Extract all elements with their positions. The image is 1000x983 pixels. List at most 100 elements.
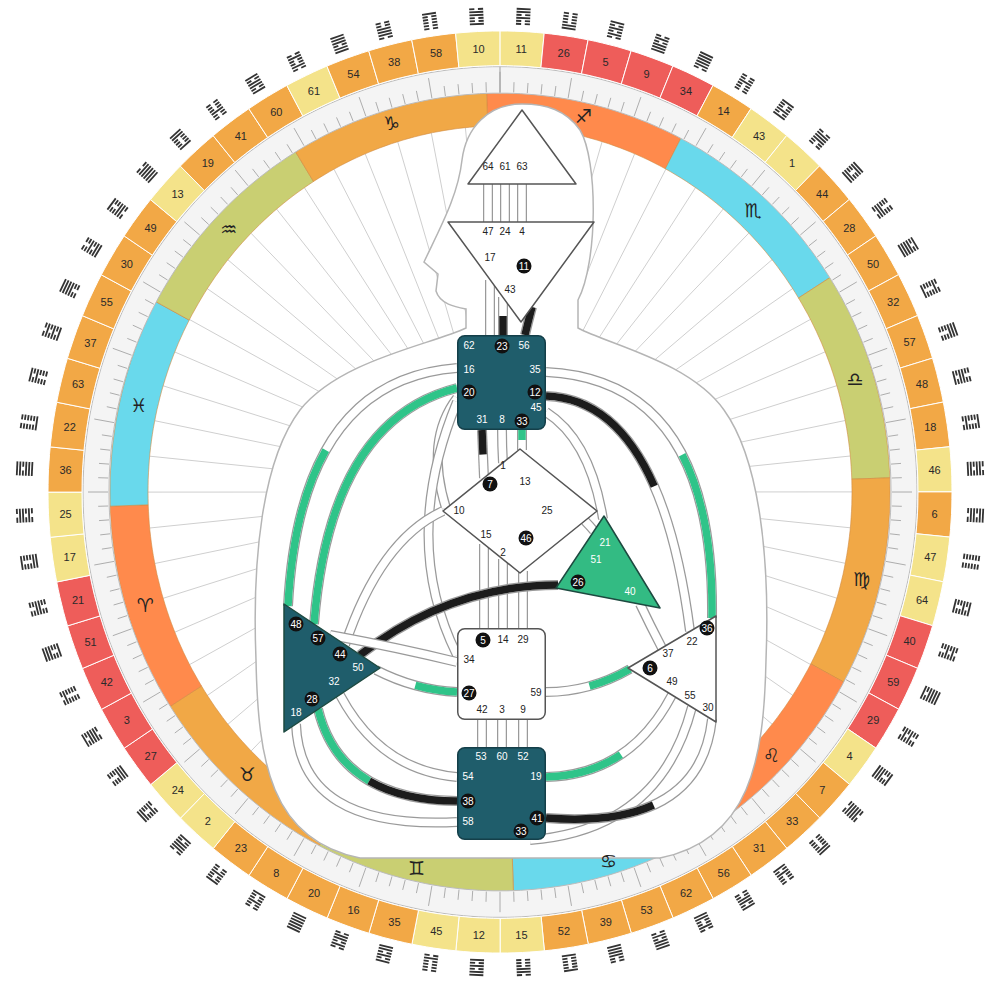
tick-mark bbox=[184, 222, 199, 235]
hexagram-line bbox=[950, 646, 952, 651]
hexagram-line bbox=[608, 30, 613, 31]
hexagram-symbol bbox=[735, 890, 755, 910]
hexagram-line bbox=[470, 959, 484, 961]
hexagram-line bbox=[816, 146, 820, 149]
hexagram-line bbox=[849, 166, 852, 170]
hexagram-line bbox=[45, 323, 47, 328]
gate-number: 17 bbox=[484, 252, 495, 264]
hexagram-line bbox=[148, 172, 157, 182]
hexagram-line bbox=[855, 173, 858, 177]
channel-line bbox=[546, 669, 630, 692]
hexagram-line bbox=[563, 21, 568, 24]
tick-mark bbox=[868, 348, 887, 355]
hexagram-line bbox=[750, 78, 754, 81]
energy-center: 48574450322818 bbox=[284, 604, 380, 732]
hexagram-line bbox=[43, 608, 44, 613]
hexagram-line bbox=[247, 81, 251, 84]
channel-line bbox=[502, 430, 503, 463]
gate-number: 64 bbox=[916, 593, 928, 606]
hexagram-line bbox=[178, 144, 182, 147]
gate-number: 15 bbox=[515, 929, 527, 942]
gate-cell bbox=[582, 900, 632, 944]
channel-line bbox=[318, 709, 457, 801]
hexagram-line bbox=[144, 806, 147, 810]
tick-mark bbox=[113, 629, 132, 636]
tick-mark bbox=[337, 857, 341, 866]
hexagram-line bbox=[115, 780, 118, 784]
hexagram-line bbox=[333, 939, 338, 941]
tick-mark bbox=[647, 112, 651, 122]
channel-outline bbox=[546, 669, 630, 692]
hexagram-line bbox=[35, 369, 38, 383]
hexagram-line bbox=[942, 652, 944, 657]
activated-gate: 7 bbox=[483, 477, 498, 492]
tick-mark bbox=[139, 312, 148, 316]
hexagram-line bbox=[206, 105, 210, 108]
hexagram-symbol bbox=[107, 198, 127, 218]
hexagram-line bbox=[967, 368, 968, 373]
hexagram-line bbox=[432, 964, 437, 967]
hexagram-symbol bbox=[287, 913, 306, 933]
wheel-rings bbox=[17, 9, 983, 975]
channel-outline bbox=[296, 724, 457, 823]
gate-number: 18 bbox=[924, 420, 936, 433]
hexagram-line bbox=[814, 845, 818, 848]
hexagram-line bbox=[842, 172, 851, 182]
zodiac-sign: ♊ bbox=[408, 858, 425, 879]
hexagram-line bbox=[423, 22, 428, 25]
hexagram-line bbox=[470, 20, 475, 22]
hexagram-line bbox=[291, 64, 296, 66]
tick-mark bbox=[102, 435, 112, 437]
hexagram-line bbox=[431, 967, 436, 970]
energy-center: 536052541938584133 bbox=[457, 747, 546, 840]
activated-gate: 27 bbox=[462, 686, 477, 701]
hexagram-line bbox=[16, 509, 18, 514]
gate-number: 61 bbox=[499, 161, 510, 173]
hexagram-line bbox=[25, 517, 27, 522]
tick-mark bbox=[555, 86, 556, 96]
gate-number: 10 bbox=[472, 42, 484, 55]
hexagram-line bbox=[479, 962, 484, 964]
channel-outline bbox=[477, 720, 487, 747]
gate-number: 22 bbox=[64, 421, 76, 434]
hexagram-symbol bbox=[968, 461, 984, 476]
hexagram-line bbox=[48, 333, 50, 338]
hexagram-line bbox=[30, 416, 33, 421]
tick-mark bbox=[211, 770, 218, 777]
hexagram-line bbox=[469, 8, 474, 10]
hexagram-line bbox=[470, 962, 475, 964]
channel-outline bbox=[345, 511, 443, 645]
energy-center: 514293427594239 bbox=[457, 628, 546, 720]
hexagram-line bbox=[185, 843, 189, 846]
channel-line bbox=[522, 184, 523, 222]
hexagram-symbol bbox=[42, 323, 61, 341]
hexagram-line bbox=[854, 818, 857, 822]
activated-gate: 44 bbox=[333, 647, 348, 662]
tick-mark bbox=[527, 83, 529, 93]
tick-mark bbox=[800, 749, 815, 762]
channel-outline bbox=[518, 720, 528, 747]
hexagram-symbol bbox=[245, 74, 265, 94]
hexagram-line bbox=[967, 415, 970, 420]
hexagram-line bbox=[222, 112, 226, 115]
tick-mark bbox=[741, 169, 747, 177]
tick-mark bbox=[877, 602, 887, 605]
gate-number: 45 bbox=[430, 924, 442, 937]
gate-number: 9 bbox=[520, 704, 526, 716]
energy-center: 47244171143 bbox=[448, 222, 594, 322]
hexagram-line bbox=[617, 32, 622, 33]
zodiac-sign: ♍ bbox=[853, 568, 870, 589]
hexagram-line bbox=[431, 970, 436, 973]
zodiac-sign: ♐ bbox=[575, 106, 592, 127]
hexagram-symbol bbox=[962, 414, 979, 430]
channel-core bbox=[296, 724, 457, 823]
gate-number: 3 bbox=[124, 714, 130, 727]
hexagram-line bbox=[665, 37, 670, 39]
tick-mark bbox=[880, 589, 890, 592]
zodiac-sign: ♎ bbox=[846, 369, 863, 390]
zodiac-sign: ♌ bbox=[763, 745, 780, 766]
hexagram-symbol bbox=[843, 801, 864, 821]
tick-mark bbox=[817, 727, 825, 733]
hexagram-line bbox=[259, 84, 263, 87]
tick-mark bbox=[880, 393, 890, 396]
